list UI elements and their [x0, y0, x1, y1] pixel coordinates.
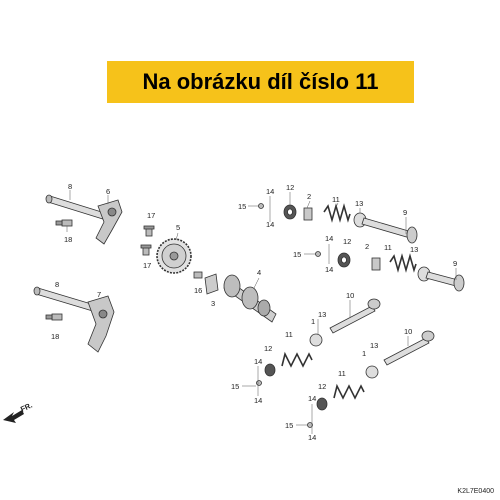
front-direction-arrow [3, 410, 24, 423]
banner-title: Na obrázku díl číslo 11 [142, 69, 379, 94]
label-15: 15 [238, 202, 246, 211]
label-5: 5 [176, 223, 180, 232]
bolt-17-upper [143, 225, 155, 237]
label-17: 17 [147, 211, 155, 220]
label-14: 14 [266, 187, 274, 196]
label-8: 8 [55, 280, 59, 289]
label-14: 14 [325, 265, 333, 274]
label-9: 9 [403, 208, 407, 217]
label-11: 11 [332, 195, 340, 204]
label-18: 18 [51, 332, 59, 341]
label-2: 2 [365, 242, 369, 251]
bolt-16 [193, 271, 203, 279]
label-6: 6 [106, 187, 110, 196]
valve-assembly-lower-2 [307, 330, 435, 428]
label-14: 14 [308, 433, 316, 442]
label-2: 2 [307, 192, 311, 201]
label-4: 4 [257, 268, 261, 277]
part-labels: 8 6 18 17 17 5 8 7 18 16 3 4 14 14 15 12… [19, 182, 457, 442]
bolt-lower [45, 313, 63, 321]
valve-assembly-upper-1 [258, 203, 418, 244]
title-banner: Na obrázku díl číslo 11 [107, 61, 414, 103]
label-1: 1 [311, 317, 315, 326]
label-7: 7 [97, 290, 101, 299]
label-9: 9 [453, 259, 457, 268]
label-14: 14 [325, 234, 333, 243]
rocker-shaft-lower [33, 286, 99, 313]
label-3: 3 [211, 299, 215, 308]
valve-assembly-lower-1 [256, 298, 381, 386]
label-17: 17 [143, 261, 151, 270]
label-8: 8 [68, 182, 72, 191]
label-15: 15 [285, 421, 293, 430]
rocker-arm-upper [95, 199, 123, 245]
label-13: 13 [355, 199, 363, 208]
label-15: 15 [231, 382, 239, 391]
label-14: 14 [254, 396, 262, 405]
valve-assembly-upper-2 [315, 251, 465, 292]
label-12: 12 [264, 344, 272, 353]
label-13: 13 [318, 310, 326, 319]
label-16: 16 [194, 286, 202, 295]
cam-sprocket [156, 238, 192, 274]
label-11: 11 [285, 330, 293, 339]
label-10: 10 [346, 291, 354, 300]
bolt-17-lower [140, 244, 152, 256]
label-1: 1 [362, 349, 366, 358]
leader-lines [66, 190, 457, 434]
label-12: 12 [318, 382, 326, 391]
label-12: 12 [343, 237, 351, 246]
rocker-shaft-upper [45, 194, 109, 221]
label-12: 12 [286, 183, 294, 192]
bolt-upper [55, 219, 73, 227]
label-15: 15 [293, 250, 301, 259]
label-18: 18 [64, 235, 72, 244]
label-14: 14 [308, 394, 316, 403]
rocker-arm-lower [87, 295, 115, 353]
label-14: 14 [254, 357, 262, 366]
camshaft [223, 274, 277, 323]
diagram-code: K2L7E0400 [457, 488, 494, 495]
label-10: 10 [404, 327, 412, 336]
label-14: 14 [266, 220, 274, 229]
label-11: 11 [384, 243, 392, 252]
front-label: FR. [19, 401, 34, 414]
label-11: 11 [338, 369, 346, 378]
label-13: 13 [370, 341, 378, 350]
label-13: 13 [410, 245, 418, 254]
cam-plate-3 [204, 273, 219, 295]
